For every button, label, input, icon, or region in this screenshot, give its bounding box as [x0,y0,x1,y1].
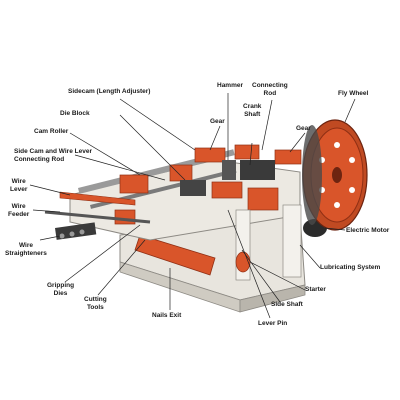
fly-wheel-hole [334,202,340,208]
nails-exit-chute [134,234,216,276]
label-gear-left: Gear [210,118,225,125]
orange-block [211,181,243,199]
straightener-roller [69,231,75,237]
orange-block [114,209,136,225]
leader-electric-motor [324,227,346,231]
label-lubricating-system: Lubricating System [320,264,381,271]
leader-crank [249,142,253,166]
label-sidecam: Sidecam (Length Adjuster) [68,88,151,95]
orange-block [247,187,279,211]
leader-sidecam [119,98,196,151]
label-gear-right: Gear [296,125,311,132]
label-wire-straighteners-line1: Wire [18,242,33,249]
label-crank-shaft: Crank Shaft [243,103,261,118]
leader-starter [249,261,306,291]
straightener-roller [59,233,65,239]
leader-wire-straighteners [39,235,61,241]
leader-side-shaft [241,249,281,303]
hammer-part [222,160,236,180]
label-wire-feeder-line1: Wire [11,203,26,210]
label-nails-exit: Nails Exit [152,312,182,319]
fly-wheel-hole [349,187,355,193]
label-gripping-dies: Gripping Dies [47,282,74,297]
orange-block [274,149,302,165]
label-hammer: Hammer [217,82,244,89]
leader-cam-roller [69,132,141,176]
fly-wheel-hole [334,142,340,148]
leader-wire-lever [29,184,71,196]
leader-cutting-tools [97,239,146,296]
label-die-block: Die Block [60,110,90,117]
motor-column [282,204,302,278]
leader-die-block [119,114,186,181]
label-side-shaft: Side Shaft [271,301,303,308]
label-crank-line1: Crank [243,103,262,110]
crank-housing [240,160,275,180]
wire-lever-arm [59,191,136,206]
label-wire-lever-line2: Lever [10,185,28,193]
leader-wire-feeder [32,209,61,213]
label-wire-feeder-line2: Feeder [8,210,30,218]
straightener-roller [79,229,85,235]
fly-wheel-hub [332,167,342,183]
label-fly-wheel: Fly Wheel [338,90,369,97]
leader-gear-right [289,132,306,153]
orange-block [194,147,226,163]
label-gripping-line2: Dies [53,289,68,297]
leader-lines [29,93,356,319]
wire-feeder-rod [44,210,151,224]
label-electric-motor: Electric Motor [346,227,390,234]
fly-wheel-hole [349,157,355,163]
leader-gear-left [209,125,221,151]
label-wire-lever-line1: Wire [11,178,26,185]
label-gripping-line1: Gripping [47,282,75,289]
orange-block [119,174,149,194]
label-side-cam-line2: Connecting Rod [14,155,65,163]
label-cutting-line1: Cutting [84,296,107,303]
leader-lever-pin [227,209,271,319]
label-wire-lever: Wire Lever [10,178,27,193]
leader-gripping-dies [64,224,141,283]
label-side-cam-line1: Side Cam and Wire Lever [14,148,92,155]
machine-base-side [239,284,306,313]
leader-lubricating [299,244,321,269]
label-wire-straighteners: Wire Straighteners [5,242,47,257]
leader-connecting-rod-top [261,99,273,151]
label-starter: Starter [305,286,326,293]
leader-side-cam [74,154,166,181]
leader-fly-wheel [344,98,356,123]
label-connecting-rod-top: Connecting Rod [252,82,288,97]
die-block-part [180,180,206,196]
label-cutting-tools: Cutting Tools [84,296,107,311]
label-connecting-rod-top-line2: Rod [263,89,277,97]
label-lever-pin: Lever Pin [258,320,288,327]
orange-block [169,164,193,182]
label-side-cam: Side Cam and Wire Lever Connecting Rod [14,148,92,163]
label-cutting-line2: Tools [86,303,104,311]
label-connecting-rod-top-line1: Connecting [252,82,288,89]
wire-straightener [54,222,97,240]
orange-block [234,144,260,160]
label-cam-roller: Cam Roller [34,128,69,135]
label-crank-line2: Shaft [244,110,261,118]
fly-wheel-belt-side [302,125,322,225]
label-wire-feeder: Wire Feeder [8,203,29,218]
label-wire-straighteners-line2: Straighteners [5,249,47,257]
